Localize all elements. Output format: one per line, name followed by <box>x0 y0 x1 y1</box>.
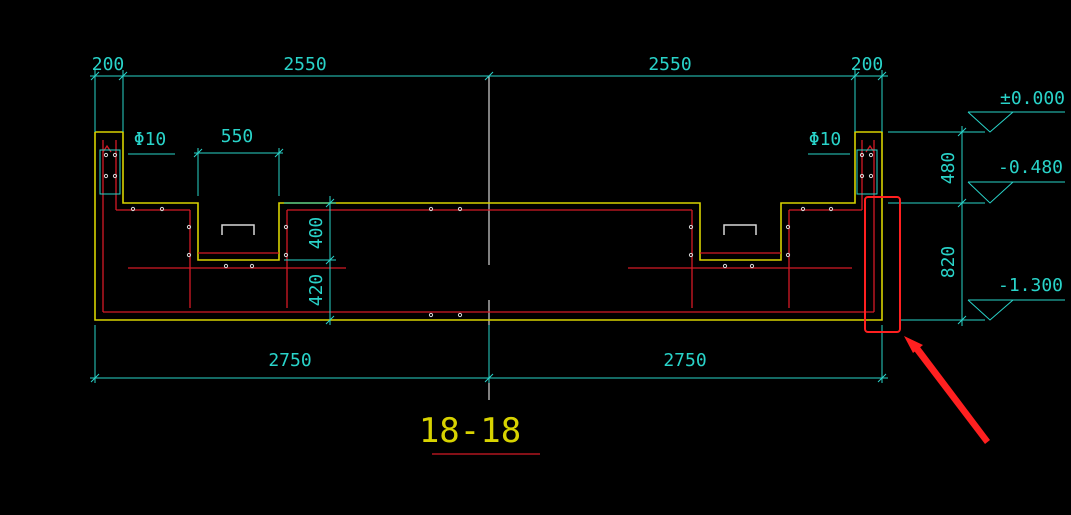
right-rebar-label: Φ10 <box>809 129 842 150</box>
bottom-dim-1: 2750 <box>268 350 311 371</box>
elevation-480-label: -0.480 <box>998 157 1063 178</box>
top-dim-3: 2550 <box>648 54 691 75</box>
wall-top-details <box>99 149 878 195</box>
trench-width-label: 550 <box>221 126 254 147</box>
section-title: 18-18 <box>419 411 521 451</box>
top-dim-1: 200 <box>92 54 125 75</box>
concrete-outline <box>94 131 883 321</box>
bottom-dim-2: 2750 <box>663 350 706 371</box>
trench-depth-label: 400 <box>306 217 327 250</box>
slab-thickness-label: 420 <box>306 274 327 307</box>
arrow-pointer <box>904 336 990 444</box>
top-dim-4: 200 <box>851 54 884 75</box>
left-rebar-label: Φ10 <box>134 129 167 150</box>
highlight-box <box>864 196 901 333</box>
dimension-text: 200 2550 2550 200 2750 2750 Φ10 Φ10 550 … <box>92 54 1065 371</box>
elevation-0-label: ±0.000 <box>1000 88 1065 109</box>
elevation-1300-label: -1.300 <box>998 275 1063 296</box>
top-dim-2: 2550 <box>283 54 326 75</box>
height-480-label: 480 <box>938 152 959 185</box>
height-820-label: 820 <box>938 246 959 279</box>
rebar-dots <box>103 152 874 318</box>
dimension-lines <box>90 70 1065 383</box>
trench-channels <box>221 224 757 235</box>
